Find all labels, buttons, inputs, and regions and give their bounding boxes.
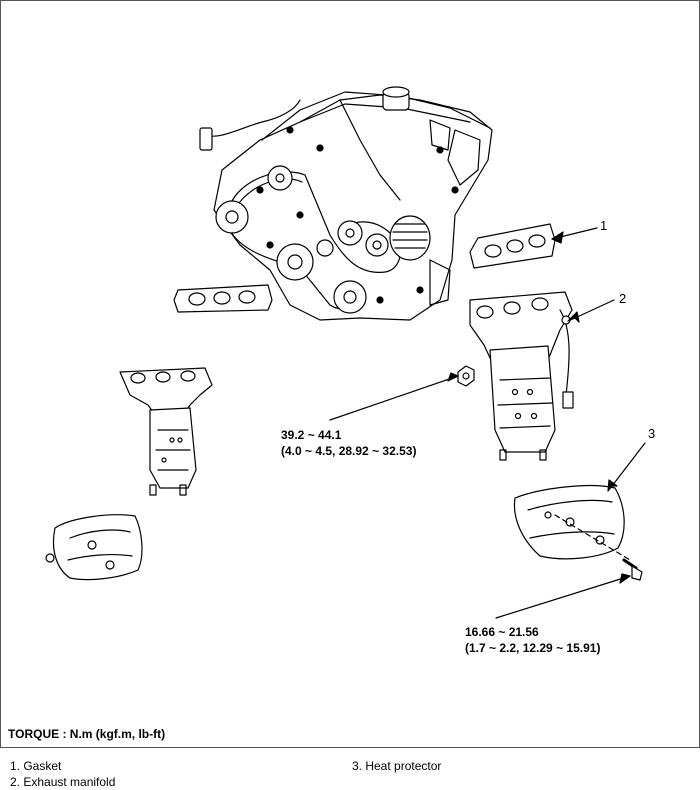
exhaust-manifold-2 [469, 291, 574, 461]
torque-units-label: TORQUE : N.m (kgf.m, lb-ft) [8, 727, 166, 741]
callout-1: 1 [600, 218, 608, 233]
torque-spec-protector-bolt: 16.66 ~ 21.56 (1.7 ~ 2.2, 12.29 ~ 15.91) [465, 624, 600, 656]
callout-3: 3 [648, 426, 656, 441]
gasket-left [173, 284, 273, 313]
engine-assembly [199, 86, 493, 321]
exploded-view-drawing [45, 86, 646, 619]
exhaust-manifold-left [119, 367, 213, 496]
mounting-bolt [622, 558, 643, 581]
heat-protector-left [45, 514, 143, 581]
parts-legend-left: 1. Gasket 2. Exhaust manifold [10, 758, 115, 790]
mounting-nut [457, 365, 475, 387]
torque-spec-manifold-nut: 39.2 ~ 44.1 (4.0 ~ 4.5, 28.92 ~ 32.53) [281, 427, 416, 459]
torque-spec-nm: 16.66 ~ 21.56 [465, 625, 539, 639]
legend-item: 2. Exhaust manifold [10, 775, 116, 789]
heat-protector-3 [513, 485, 631, 561]
legend-item: 3. Heat protector [352, 759, 442, 773]
legend-item: 1. Gasket [10, 759, 62, 773]
leader-lines [329, 227, 646, 619]
torque-spec-nm: 39.2 ~ 44.1 [281, 428, 342, 442]
parts-legend-right: 3. Heat protector [352, 758, 441, 774]
torque-spec-conversions: (4.0 ~ 4.5, 28.92 ~ 32.53) [281, 444, 417, 458]
torque-spec-conversions: (1.7 ~ 2.2, 12.29 ~ 15.91) [465, 641, 601, 655]
callout-2: 2 [619, 291, 627, 306]
gasket-1 [469, 223, 556, 269]
